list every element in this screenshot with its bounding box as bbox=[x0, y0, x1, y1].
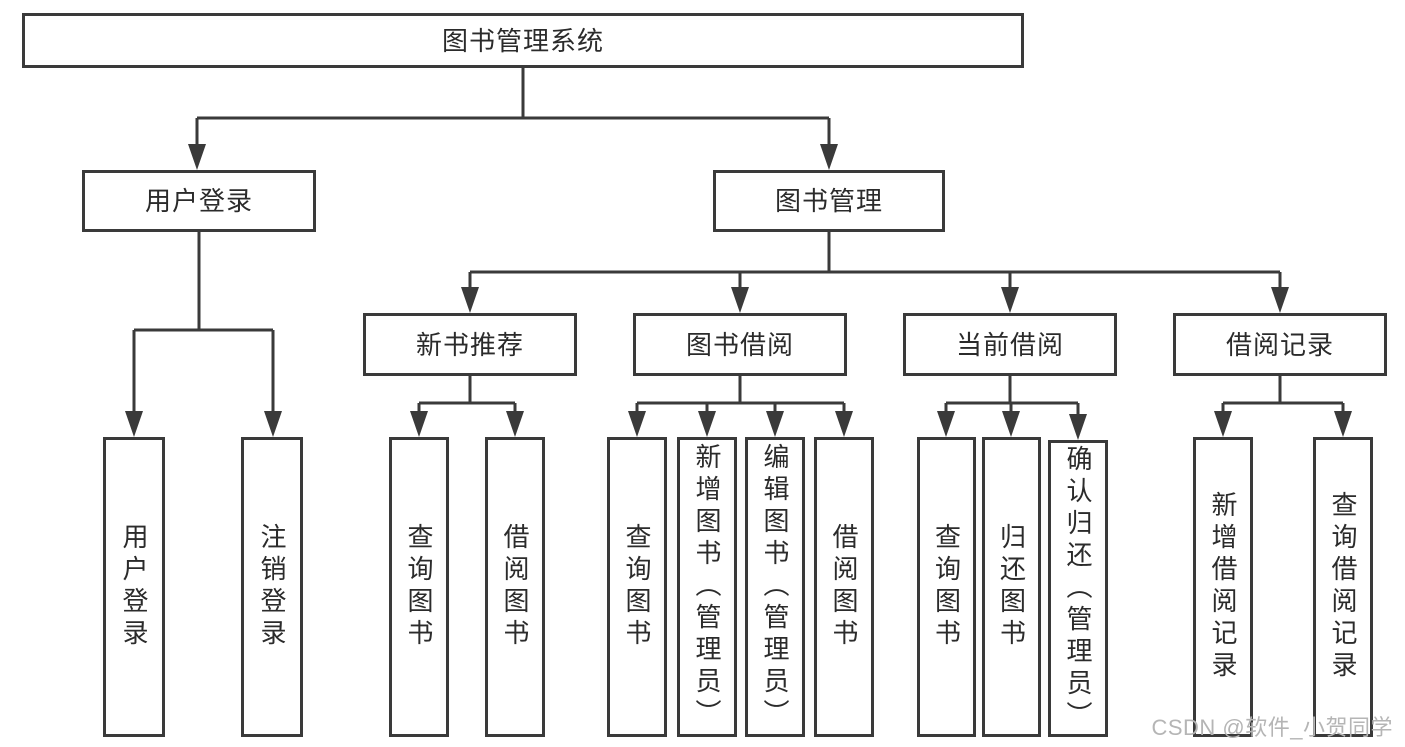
node-label: 归还图书 bbox=[996, 523, 1027, 651]
leaf-borrow-books-borrowing: 借阅图书 bbox=[814, 437, 874, 737]
node-label: 查询图书 bbox=[404, 523, 434, 651]
node-new-book-recommendation: 新书推荐 bbox=[363, 313, 577, 376]
leaf-query-borrow-record: 查询借阅记录 bbox=[1313, 437, 1373, 737]
leaf-add-book-admin: 新增图书（管理员） bbox=[677, 437, 737, 737]
node-current-borrowing: 当前借阅 bbox=[903, 313, 1117, 376]
node-label: 查询借阅记录 bbox=[1328, 491, 1358, 683]
node-label: 确认归还（管理员） bbox=[1063, 444, 1093, 733]
node-label: 借阅记录 bbox=[1225, 329, 1334, 360]
node-library-management-system: 图书管理系统 bbox=[22, 13, 1024, 68]
arrowheads bbox=[125, 144, 1352, 440]
node-label: 注销登录 bbox=[257, 523, 287, 651]
connector-path bbox=[132, 68, 1345, 418]
node-label: 当前借阅 bbox=[955, 329, 1064, 360]
node-label: 新增图书（管理员） bbox=[692, 443, 722, 731]
node-label: 借阅图书 bbox=[829, 523, 859, 651]
watermark-text: CSDN @软件_小贺同学 bbox=[1151, 715, 1393, 740]
node-book-borrowing: 图书借阅 bbox=[633, 313, 847, 376]
leaf-confirm-return-admin: 确认归还（管理员） bbox=[1048, 440, 1108, 737]
leaf-borrow-books-recommend: 借阅图书 bbox=[485, 437, 545, 737]
node-label: 查询图书 bbox=[622, 523, 652, 651]
node-label: 查询图书 bbox=[931, 523, 962, 651]
leaf-query-books-recommend: 查询图书 bbox=[389, 437, 449, 737]
node-borrowing-records: 借阅记录 bbox=[1173, 313, 1387, 376]
node-label: 借阅图书 bbox=[500, 523, 530, 651]
node-label: 新增借阅记录 bbox=[1208, 491, 1238, 683]
node-label: 用户登录 bbox=[144, 186, 253, 216]
node-label: 编辑图书（管理员） bbox=[760, 443, 790, 731]
leaf-query-books-current: 查询图书 bbox=[917, 437, 976, 737]
leaf-user-login: 用户登录 bbox=[103, 437, 165, 737]
node-user-login: 用户登录 bbox=[82, 170, 316, 232]
node-label: 图书管理 bbox=[774, 186, 883, 216]
leaf-logout: 注销登录 bbox=[241, 437, 303, 737]
leaf-add-borrow-record: 新增借阅记录 bbox=[1193, 437, 1253, 737]
node-book-management: 图书管理 bbox=[713, 170, 945, 232]
node-label: 新书推荐 bbox=[415, 329, 524, 360]
node-label: 图书管理系统 bbox=[441, 25, 604, 56]
node-label: 用户登录 bbox=[119, 523, 149, 651]
leaf-return-books: 归还图书 bbox=[982, 437, 1041, 737]
leaf-edit-book-admin: 编辑图书（管理员） bbox=[745, 437, 805, 737]
node-label: 图书借阅 bbox=[685, 329, 794, 360]
leaf-query-books-borrowing: 查询图书 bbox=[607, 437, 667, 737]
